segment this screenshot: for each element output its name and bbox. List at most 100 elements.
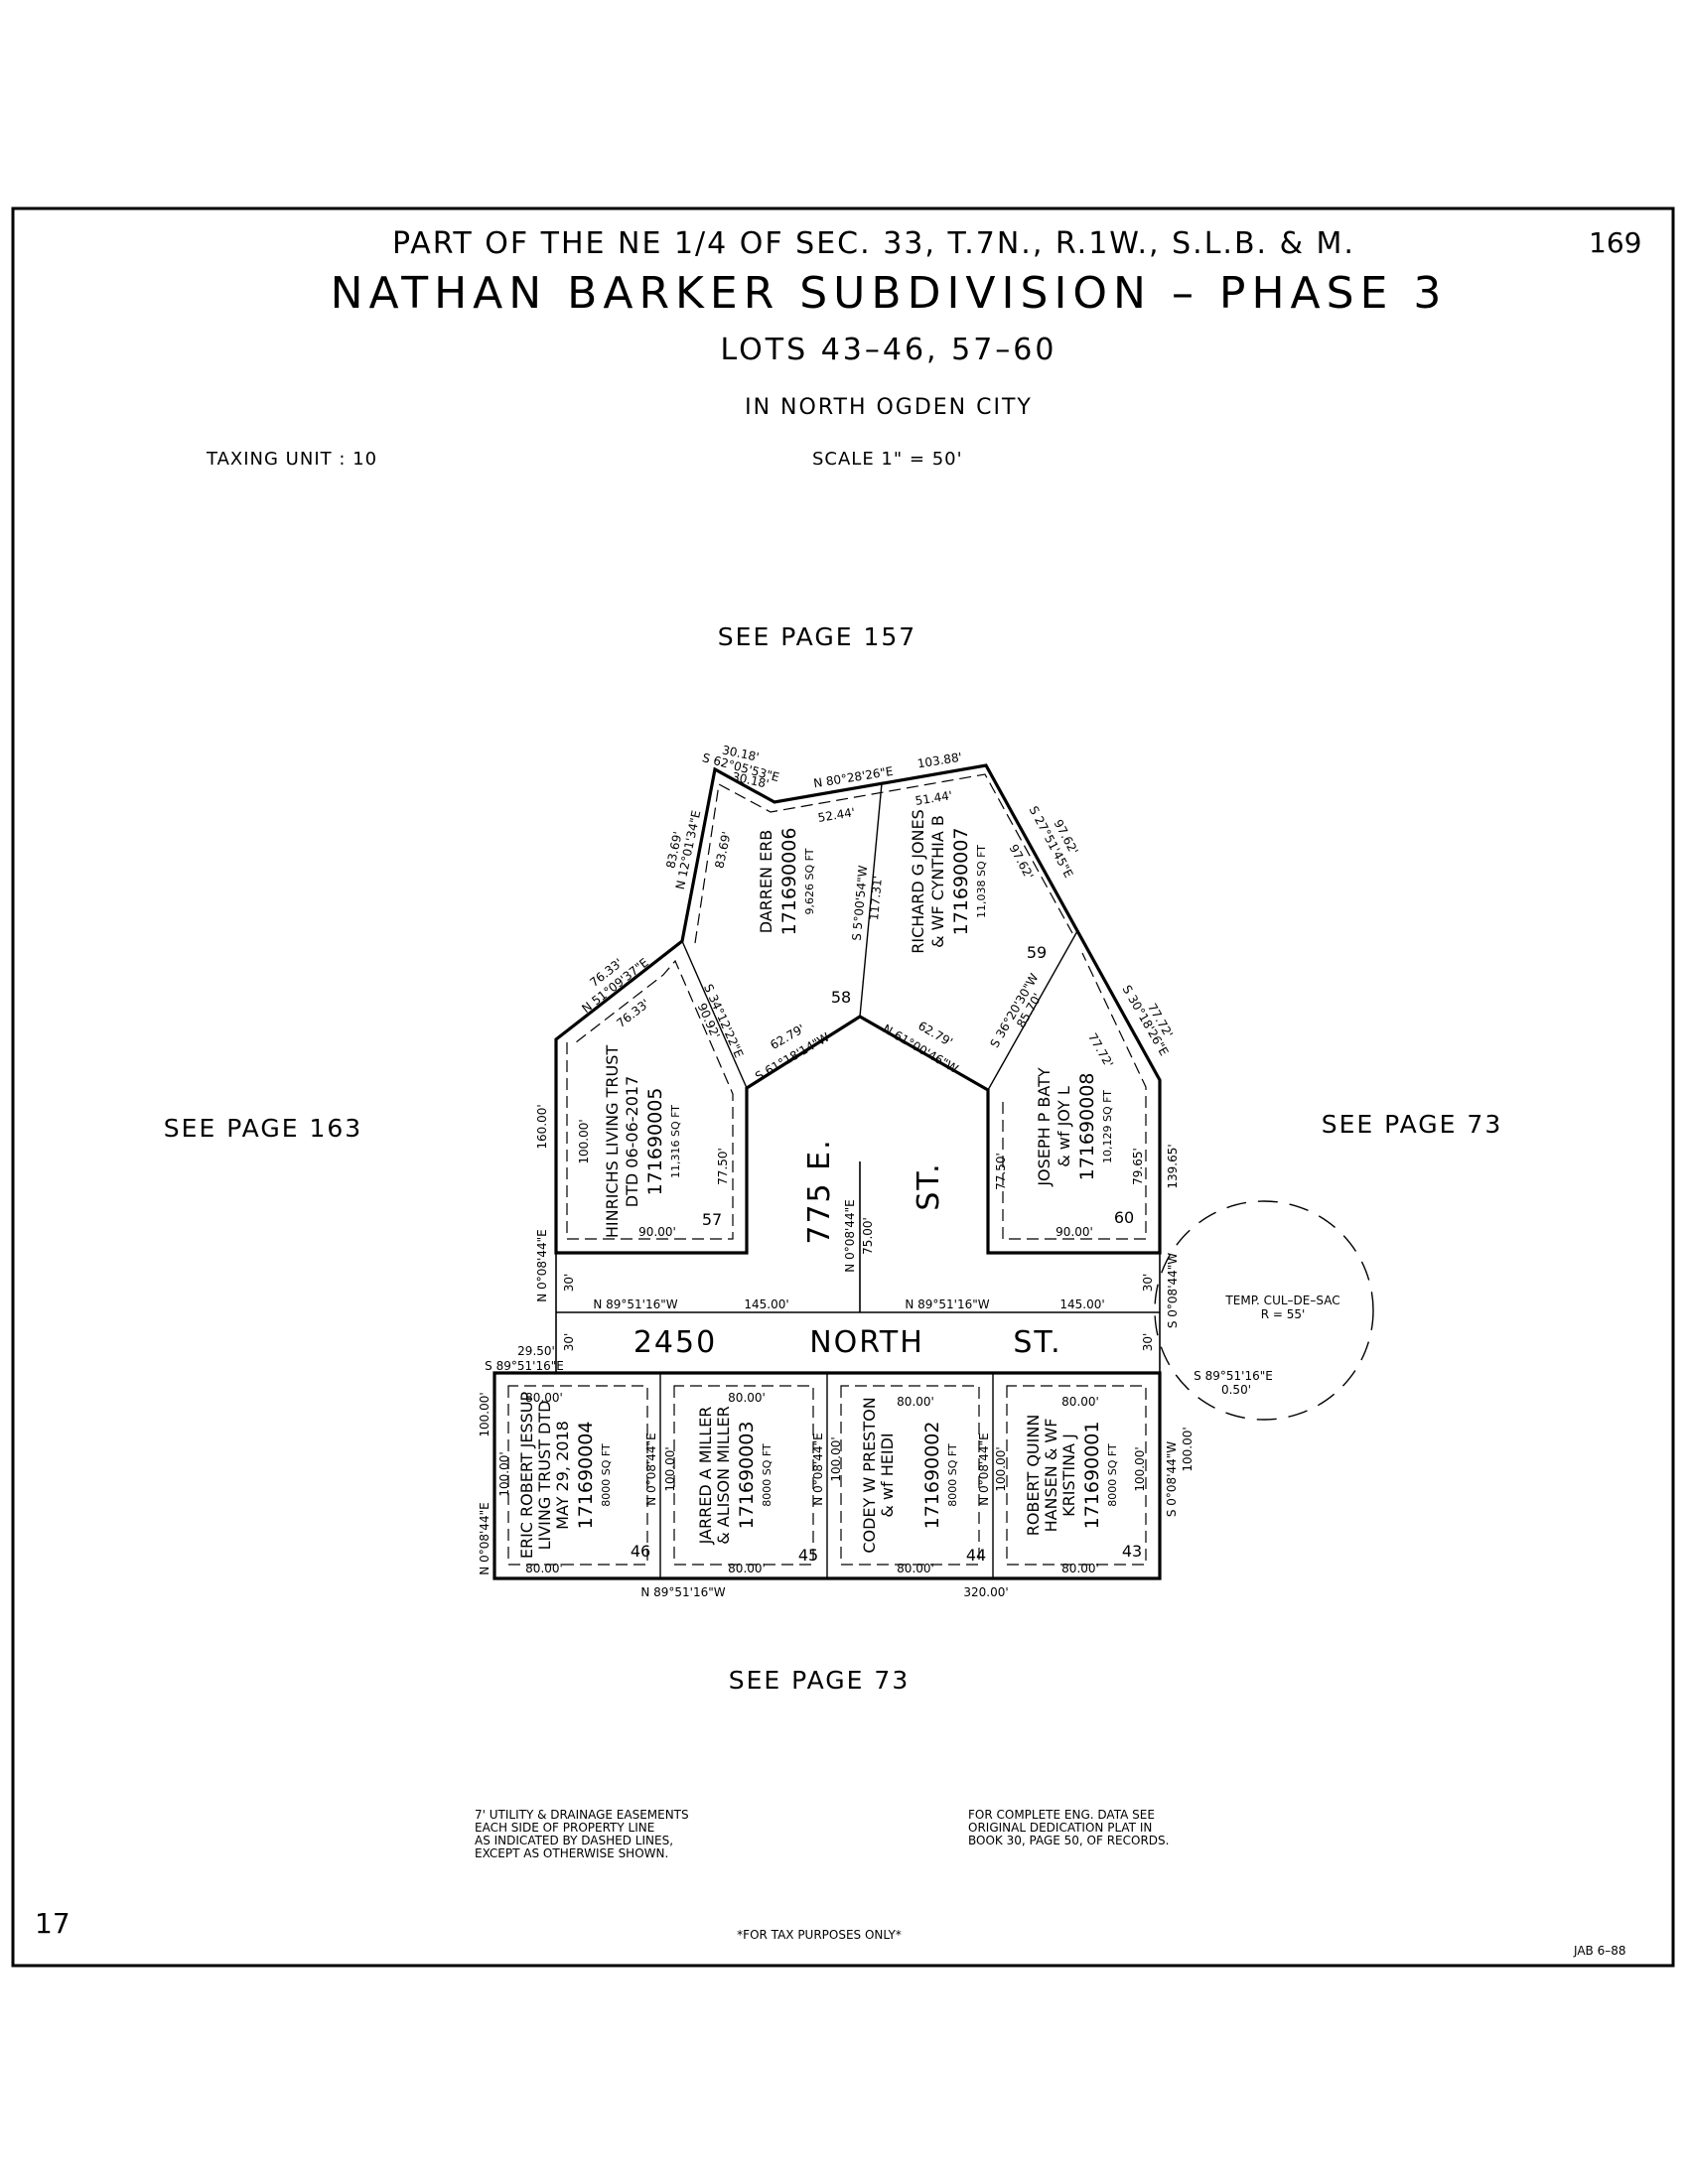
dim-east-lot-bearing: S 0°08'44"W <box>1165 1441 1179 1517</box>
dim-lot44-front: 80.00' <box>897 1395 934 1409</box>
lot-43-number: 43 <box>1122 1542 1142 1561</box>
easement-lot-46 <box>507 1385 648 1566</box>
subdivision-title: NATHAN BARKER SUBDIVISION – PHASE 3 <box>331 268 1448 319</box>
easement-lot-44 <box>840 1385 980 1566</box>
page-number: 169 <box>1589 226 1641 259</box>
see-page-south: SEE PAGE 73 <box>729 1666 910 1695</box>
dim-e-diag-inner: 77.72' <box>1085 1030 1116 1070</box>
lot-59-owner-2: & WF CYNTHIA B <box>928 815 947 948</box>
street-suffix-775-e: ST. <box>912 1161 946 1210</box>
street-name-2450: 2450 <box>633 1325 717 1360</box>
lot-45-parcel: 171690003 <box>736 1422 758 1530</box>
dim-lot60-7965: 79.65' <box>1131 1148 1145 1185</box>
dim-se-dist: 0.50' <box>1221 1383 1251 1397</box>
dim-lot46-front: 80.00' <box>525 1391 563 1405</box>
dim-lot57-90: 90.00' <box>638 1225 676 1239</box>
dim-lot60-90: 90.00' <box>1055 1225 1093 1239</box>
lot-43-owner-2: HANSEN & WF <box>1042 1419 1060 1533</box>
lot-43-area: 8000 SQ FT <box>1106 1443 1119 1507</box>
dim-south-dist: 320.00' <box>963 1585 1008 1599</box>
lot-43-parcel: 171690001 <box>1081 1422 1103 1530</box>
easement-note-line-3: AS INDICATED BY DASHED LINES, <box>475 1834 673 1847</box>
tax-purposes-note: *FOR TAX PURPOSES ONLY* <box>737 1928 902 1942</box>
dim-lot45-front: 80.00' <box>728 1391 766 1405</box>
lot-line-57-58 <box>681 940 748 1089</box>
lot-59-parcel: 171690007 <box>950 828 972 936</box>
lot-58-number: 58 <box>831 988 851 1007</box>
dim-lot43-rear: 80.00' <box>1061 1562 1099 1575</box>
dim-west-bearing: N 0°08'44"E <box>535 1229 549 1301</box>
easement-lot-45 <box>673 1385 814 1566</box>
lot-46-owner-1: ERIC ROBERT JESSUP <box>517 1391 536 1559</box>
dim-row-30-d: 30' <box>1141 1333 1155 1352</box>
dim-west-lot-bearing: N 0°08'44"E <box>478 1502 492 1574</box>
dim-row-30-c: 30' <box>1141 1274 1155 1293</box>
lot-60-area: 10,129 SQ FT <box>1101 1090 1114 1163</box>
lot-60-owner-2: & wf JOY L <box>1055 1086 1073 1167</box>
easement-lot-58-59 <box>694 773 1073 944</box>
easement-lot-60 <box>1002 952 1147 1240</box>
dim-lot45-side-bearing: N 0°08'44"E <box>811 1433 825 1505</box>
dim-west-lot-depth: 100.00' <box>478 1392 492 1436</box>
street-name-north: NORTH <box>809 1325 924 1360</box>
lot-58-owner-1: DARREN ERB <box>757 830 775 934</box>
dim-east-dist: 139.65' <box>1166 1144 1180 1188</box>
culdesac-label: TEMP. CUL–DE–SAC <box>1224 1294 1339 1307</box>
eng-note-line-2: ORIGINAL DEDICATION PLAT IN <box>968 1821 1152 1835</box>
dim-lot46-rear: 80.00' <box>525 1562 563 1575</box>
dim-nw-inner: 83.69' <box>712 830 734 870</box>
dim-lot45-rear: 80.00' <box>728 1562 766 1575</box>
dim-street-center-dist: 75.00' <box>861 1217 875 1255</box>
lot-44-owner-2: & wf HEIDI <box>878 1433 897 1517</box>
dim-lot57-7750: 77.50' <box>716 1148 730 1185</box>
north-block-boundary <box>554 763 1162 1255</box>
lot-58-area: 9,626 SQ FT <box>803 848 816 914</box>
easement-lot-57 <box>566 959 734 1240</box>
lot-line-58-59 <box>859 782 883 1018</box>
lot-57-owner-2: DTD 06-06-2017 <box>623 1076 641 1207</box>
dim-n-st-dist-1: 145.00' <box>744 1297 788 1311</box>
lot-60-owner-1: JOSEPH P BATY <box>1035 1067 1054 1187</box>
dim-row-30-b: 30' <box>562 1333 576 1352</box>
taxing-unit: TAXING UNIT : 10 <box>206 449 377 470</box>
dim-lot44-depth: 100.00' <box>829 1436 843 1481</box>
lot-57-number: 57 <box>702 1210 722 1229</box>
dim-lot60-7750: 77.50' <box>994 1153 1008 1190</box>
footer-initials: JAB 6–88 <box>1573 1944 1626 1958</box>
dim-south-bearing: N 89°51'16"W <box>640 1585 725 1599</box>
eng-note-line-1: FOR COMPLETE ENG. DATA SEE <box>968 1808 1155 1822</box>
lot-45-owner-1: JARRED A MILLER <box>696 1407 715 1546</box>
eng-note-line-3: BOOK 30, PAGE 50, OF RECORDS. <box>968 1834 1169 1847</box>
page-frame <box>11 206 1675 1968</box>
lot-58-parcel: 171690006 <box>778 828 800 936</box>
dim-lot58-59-dist: 117.31' <box>867 875 885 920</box>
dim-lot44-side-bearing: N 0°08'44"E <box>977 1433 991 1505</box>
easement-lot-43 <box>1006 1385 1147 1566</box>
lot-line-59-60 <box>987 930 1078 1091</box>
lot-45-number: 45 <box>798 1546 818 1565</box>
lot-59-label: RICHARD G JONES & WF CYNTHIA B 171690007… <box>909 809 988 954</box>
map-scale: SCALE 1" = 50' <box>812 449 963 470</box>
street-name-775-e: 775 E. <box>802 1138 837 1244</box>
legal-description: PART OF THE NE 1/4 OF SEC. 33, T.7N., R.… <box>392 226 1355 261</box>
dim-east-st-bearing: S 0°08'44"W <box>1166 1253 1180 1328</box>
dim-n-st-bearing-2: N 89°51'16"W <box>905 1297 989 1311</box>
dim-top-right-dist: 103.88' <box>916 751 963 771</box>
dim-lot58-59-bearing: S 5°00'54"W <box>850 865 871 941</box>
see-page-east: SEE PAGE 73 <box>1322 1110 1502 1139</box>
lot-57-parcel: 171690005 <box>644 1088 666 1196</box>
lot-44-number: 44 <box>966 1546 986 1565</box>
see-page-west: SEE PAGE 163 <box>164 1114 362 1143</box>
lot-44-label: CODEY W PRESTON & wf HEIDI 171690002 800… <box>860 1397 959 1553</box>
dim-lot57-100: 100.00' <box>577 1119 591 1163</box>
dim-lot46-side-bearing: N 0°08'44"E <box>644 1433 658 1505</box>
lot-57-owner-1: HINRICHS LIVING TRUST <box>603 1045 622 1239</box>
dim-row-30-a: 30' <box>562 1274 576 1293</box>
dim-inner-51-44: 51.44' <box>914 788 953 808</box>
lots-range: LOTS 43–46, 57–60 <box>721 333 1057 367</box>
easement-note-line-4: EXCEPT AS OTHERWISE SHOWN. <box>475 1846 668 1860</box>
dim-lot43-front: 80.00' <box>1061 1395 1099 1409</box>
lot-43-owner-3: KRISTINA J <box>1059 1433 1078 1517</box>
dim-lot44-rear: 80.00' <box>897 1562 934 1575</box>
